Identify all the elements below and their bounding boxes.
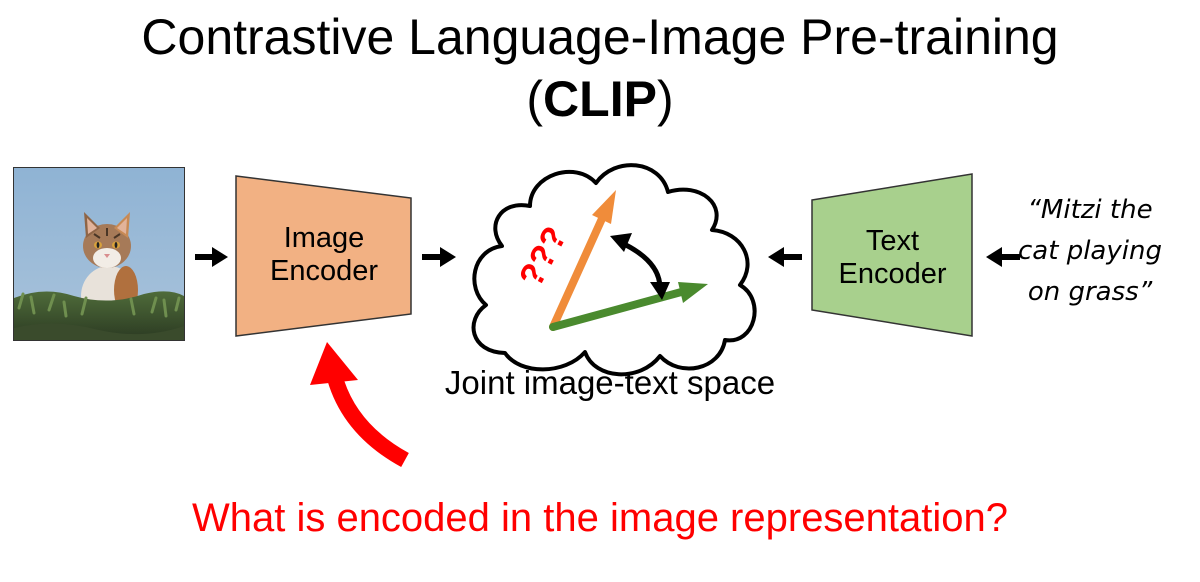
arrow-caption-to-text-encoder-icon (986, 247, 1020, 267)
title-paren-close: ) (656, 71, 674, 127)
joint-space-cloud (471, 163, 757, 377)
title-clip-acronym: CLIP (543, 71, 657, 127)
text-input-caption: “Mitzi the cat playing on grass” (990, 190, 1190, 313)
joint-space-label: Joint image-text space (444, 364, 776, 401)
arrow-encoder-to-space-icon (422, 247, 456, 267)
arrow-text-encoder-to-space-icon (768, 247, 802, 267)
angle-double-arrow-icon (610, 233, 670, 300)
title-line-1: Contrastive Language-Image Pre-training (141, 9, 1059, 65)
image-vector-icon (549, 190, 616, 331)
bottom-question: What is encoded in the image representat… (191, 496, 1009, 540)
title-line-2: (CLIP) (0, 74, 1200, 124)
text-encoder-label: Text Encoder (810, 225, 975, 291)
caption-line2: cat playing (1018, 236, 1162, 266)
text-encoder-shape (811, 173, 973, 337)
caption-line3: on grass” (1027, 277, 1153, 307)
title-paren-open: ( (526, 71, 544, 127)
cat-photo (13, 167, 185, 341)
image-encoder-label-line2: Encoder (269, 255, 378, 287)
image-encoder-label-line1: Image (283, 222, 365, 254)
red-curved-arrow-icon (310, 342, 409, 468)
text-encoder-label-line2: Encoder (838, 258, 947, 290)
text-encoder-label-line1: Text (865, 225, 920, 257)
image-encoder-label: Image Encoder (236, 222, 412, 288)
arrow-photo-to-encoder-icon (195, 247, 228, 267)
caption-line1: “Mitzi the (1027, 195, 1153, 225)
image-encoder-shape (235, 175, 412, 337)
